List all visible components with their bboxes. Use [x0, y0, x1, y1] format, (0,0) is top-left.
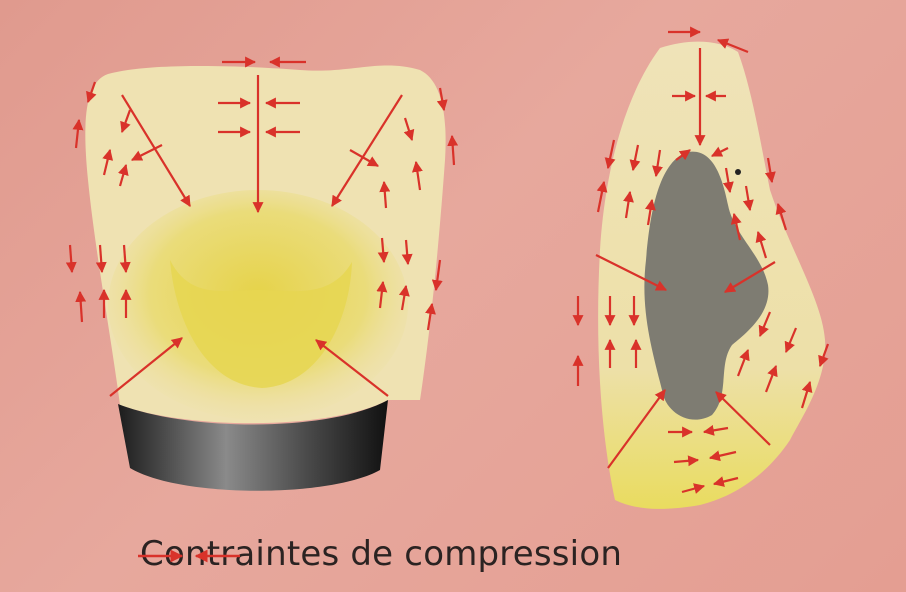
arrow [80, 292, 82, 322]
arrow [598, 182, 604, 212]
arrow [452, 136, 454, 165]
arrow [436, 260, 440, 290]
legend: Contraintes de compression [130, 532, 830, 576]
right-tooth-dot [735, 169, 741, 175]
right-tooth [598, 42, 825, 509]
arrow [70, 245, 72, 272]
left-tooth [85, 65, 445, 490]
arrow [768, 158, 772, 182]
arrow [76, 120, 79, 148]
compression-arrows-icon [130, 532, 250, 576]
